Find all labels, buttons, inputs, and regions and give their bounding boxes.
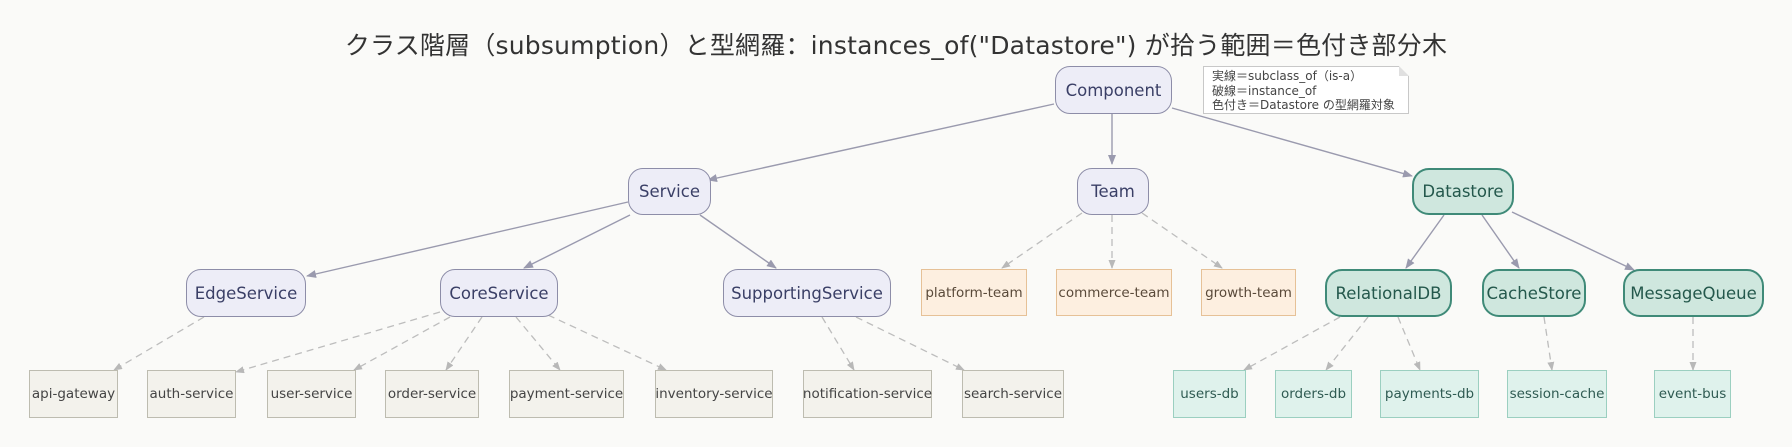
- inst-edge-users-db: [1243, 316, 1341, 371]
- edge-datastore-cachestore: [1481, 214, 1520, 269]
- instance-user-service: user-service: [267, 370, 356, 418]
- legend-note: 実線＝subclass_of（is-a） 破線＝instance_of 色付き＝…: [1203, 66, 1409, 114]
- instance-notification-service: notification-service: [803, 370, 932, 418]
- diagram-title: クラス階層（subsumption）と型網羅：instances_of("Dat…: [344, 31, 1448, 60]
- inst-edge-api-gateway: [113, 316, 205, 371]
- node-cache-store: CacheStore: [1482, 269, 1586, 317]
- instance-growth-team: growth-team: [1201, 269, 1296, 316]
- node-datastore: Datastore: [1412, 168, 1514, 215]
- note-fold-corner: [1399, 66, 1409, 76]
- instance-event-bus: event-bus: [1654, 370, 1731, 418]
- inst-edge-search-service: [855, 316, 965, 371]
- edge-datastore-messagequeue: [1511, 211, 1635, 271]
- inst-edge-notification-service: [821, 316, 855, 371]
- inst-edge-user-service: [353, 316, 451, 371]
- node-relational-db: RelationalDB: [1325, 269, 1452, 317]
- inst-edge-order-service: [445, 316, 483, 371]
- inst-edge-growth-team: [1141, 212, 1223, 269]
- node-edge-service: EdgeService: [186, 269, 306, 317]
- instance-platform-team: platform-team: [921, 269, 1027, 316]
- node-supporting-service: SupportingService: [723, 269, 891, 317]
- instance-api-gateway: api-gateway: [29, 370, 118, 418]
- instance-orders-db: orders-db: [1275, 370, 1352, 418]
- edge-component-datastore: [1171, 107, 1413, 178]
- node-core-service: CoreService: [440, 269, 558, 317]
- legend-colored: 色付き＝Datastore の型網羅対象: [1212, 98, 1395, 112]
- instance-inventory-service: inventory-service: [655, 370, 773, 418]
- inst-edge-payments-db: [1397, 316, 1421, 371]
- node-component: Component: [1055, 66, 1172, 114]
- instance-session-cache: session-cache: [1507, 370, 1607, 418]
- legend-solid-line: 実線＝subclass_of（is-a）: [1212, 69, 1363, 83]
- edge-service-edgeservice: [306, 201, 629, 278]
- inst-edge-orders-db: [1325, 316, 1369, 371]
- node-service: Service: [628, 168, 711, 215]
- inst-edge-inventory-service: [547, 314, 667, 371]
- inst-edge-auth-service: [235, 311, 441, 374]
- node-message-queue: MessageQueue: [1623, 269, 1764, 317]
- node-team: Team: [1077, 168, 1149, 215]
- instance-payment-service: payment-service: [509, 370, 624, 418]
- instance-users-db: users-db: [1173, 370, 1246, 418]
- instance-commerce-team: commerce-team: [1056, 269, 1172, 316]
- edge-service-coreservice: [523, 214, 631, 269]
- legend-dashed-line: 破線＝instance_of: [1212, 83, 1317, 98]
- edge-component-service: [707, 103, 1055, 182]
- instance-auth-service: auth-service: [147, 370, 236, 418]
- instance-search-service: search-service: [962, 370, 1064, 418]
- edge-datastore-relationaldb: [1405, 214, 1445, 269]
- instance-order-service: order-service: [385, 370, 479, 418]
- inst-edge-platform-team: [1001, 212, 1083, 269]
- edge-service-supportingservice: [699, 214, 777, 269]
- inst-edge-payment-service: [515, 316, 561, 371]
- instance-payments-db: payments-db: [1380, 370, 1479, 418]
- inst-edge-session-cache: [1543, 316, 1555, 371]
